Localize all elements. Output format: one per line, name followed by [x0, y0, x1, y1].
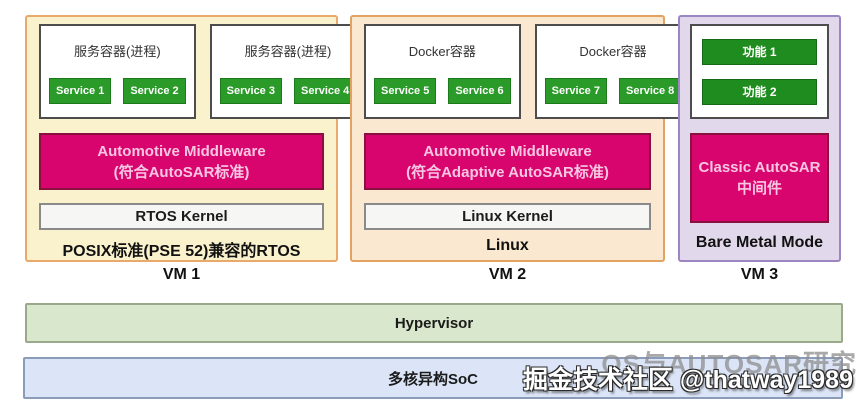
vm1-middleware-box: Automotive Middleware (符合AutoSAR标准) — [39, 133, 324, 190]
container-title: Docker容器 — [579, 44, 647, 59]
vm1-label: VM 1 — [162, 266, 201, 283]
vm2-kernel-box: Linux Kernel — [364, 203, 651, 230]
vm2-label: VM 2 — [488, 266, 527, 283]
service-6-chip: Service 6 — [448, 78, 511, 104]
container-title: 服务容器(进程) — [73, 44, 161, 59]
vm1-service-container-1: 服务容器(进程) Service 1 Service 2 — [39, 24, 196, 119]
vm1-kernel-box: RTOS Kernel — [39, 203, 324, 230]
service-5-chip: Service 5 — [374, 78, 437, 104]
service-row: Service 3 Service 4 — [219, 78, 357, 104]
vm2-docker-container-2: Docker容器 Service 7 Service 8 — [534, 24, 692, 119]
container-title: Docker容器 — [408, 44, 476, 59]
service-7-chip: Service 7 — [544, 78, 607, 104]
vm3-os-label: Bare Metal Mode — [695, 234, 824, 251]
middleware-line1: Automotive Middleware — [423, 142, 592, 160]
service-row: Service 1 Service 2 — [49, 78, 186, 104]
vm3-function-container: 功能 1 功能 2 — [690, 24, 829, 119]
vm2-container-row: Docker容器 Service 5 Service 6 Docker容器 Se… — [364, 24, 692, 119]
vm3-label: VM 3 — [740, 266, 779, 283]
vm1-panel: 服务容器(进程) Service 1 Service 2 服务容器(进程) Se… — [25, 15, 367, 262]
function-2-bar: 功能 2 — [702, 78, 817, 105]
vm1-container-row: 服务容器(进程) Service 1 Service 2 服务容器(进程) Se… — [39, 24, 367, 119]
vm3-middleware-box: Classic AutoSAR 中间件 — [690, 133, 829, 223]
container-title: 服务容器(进程) — [244, 44, 332, 59]
middleware-line1: Classic AutoSAR — [698, 159, 821, 176]
vm2-docker-container-1: Docker容器 Service 5 Service 6 — [364, 24, 521, 119]
watermark-primary: 掘金技术社区 @thatway1989 — [522, 366, 853, 394]
service-4-chip: Service 4 — [293, 78, 357, 104]
vm2-middleware-box: Automotive Middleware (符合Adaptive AutoSA… — [364, 133, 651, 190]
soc-bar: 多核异构SoC — [23, 357, 843, 399]
watermark-secondary: OS与AUTOSAR研究 — [601, 349, 857, 379]
service-1-chip: Service 1 — [49, 78, 112, 104]
service-2-chip: Service 2 — [123, 78, 186, 104]
service-row: Service 7 Service 8 — [544, 78, 682, 104]
function-1-bar: 功能 1 — [702, 38, 817, 65]
service-3-chip: Service 3 — [219, 78, 282, 104]
service-8-chip: Service 8 — [618, 78, 682, 104]
middleware-line2: 中间件 — [736, 180, 782, 197]
vm1-os-label: POSIX标准(PSE 52)兼容的RTOS — [62, 243, 301, 260]
vm2-os-label: Linux — [486, 237, 529, 254]
middleware-line2: (符合AutoSAR标准) — [113, 163, 250, 181]
vm2-panel: Docker容器 Service 5 Service 6 Docker容器 Se… — [350, 15, 692, 262]
middleware-line2: (符合Adaptive AutoSAR标准) — [406, 163, 609, 181]
hypervisor-bar: Hypervisor — [25, 303, 843, 343]
vm3-panel: 功能 1 功能 2 Classic AutoSAR 中间件 Bare Metal… — [678, 15, 841, 262]
service-row: Service 5 Service 6 — [374, 78, 511, 104]
middleware-line1: Automotive Middleware — [97, 142, 266, 160]
vm1-service-container-2: 服务容器(进程) Service 3 Service 4 — [209, 24, 367, 119]
